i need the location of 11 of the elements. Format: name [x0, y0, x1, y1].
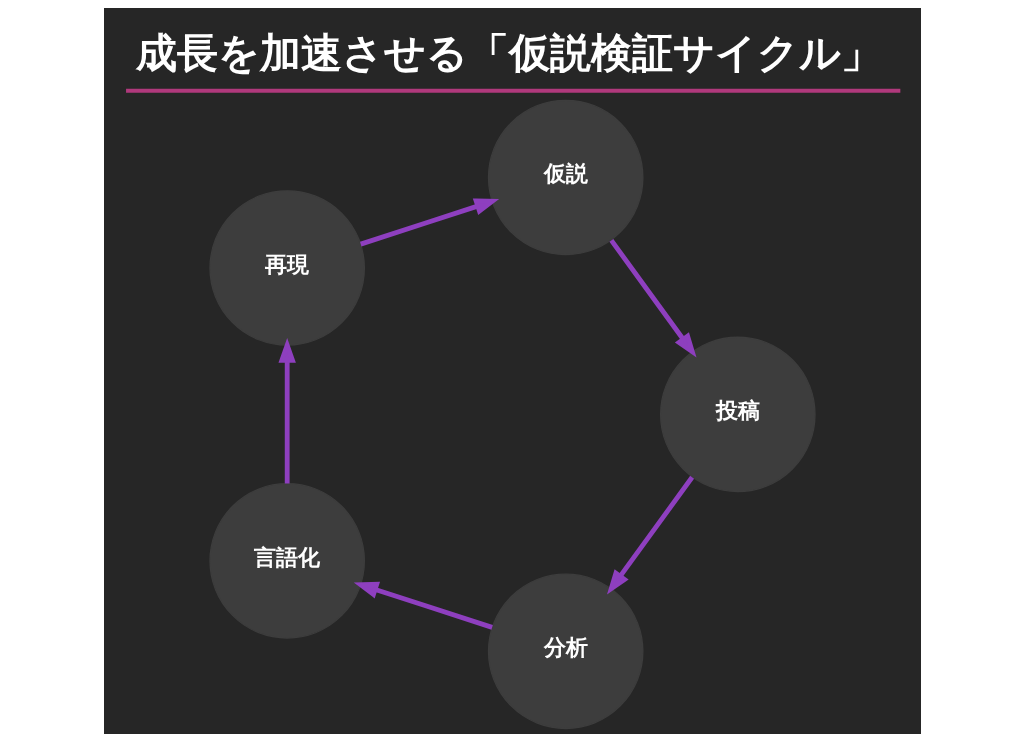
- arrow: [278, 337, 296, 484]
- node-circle: 言語化: [208, 482, 365, 639]
- diagram-title: 成長を加速させる「仮説検証サイクル」: [135, 28, 882, 77]
- node-circle: 分析: [487, 573, 644, 730]
- node-circle: 投稿: [659, 336, 816, 493]
- node-circle: 仮説: [487, 99, 644, 256]
- arrow: [608, 238, 696, 358]
- arrow: [606, 475, 694, 595]
- arrow: [359, 198, 499, 247]
- node-circle: 再現: [208, 190, 365, 346]
- arrow: [353, 581, 493, 630]
